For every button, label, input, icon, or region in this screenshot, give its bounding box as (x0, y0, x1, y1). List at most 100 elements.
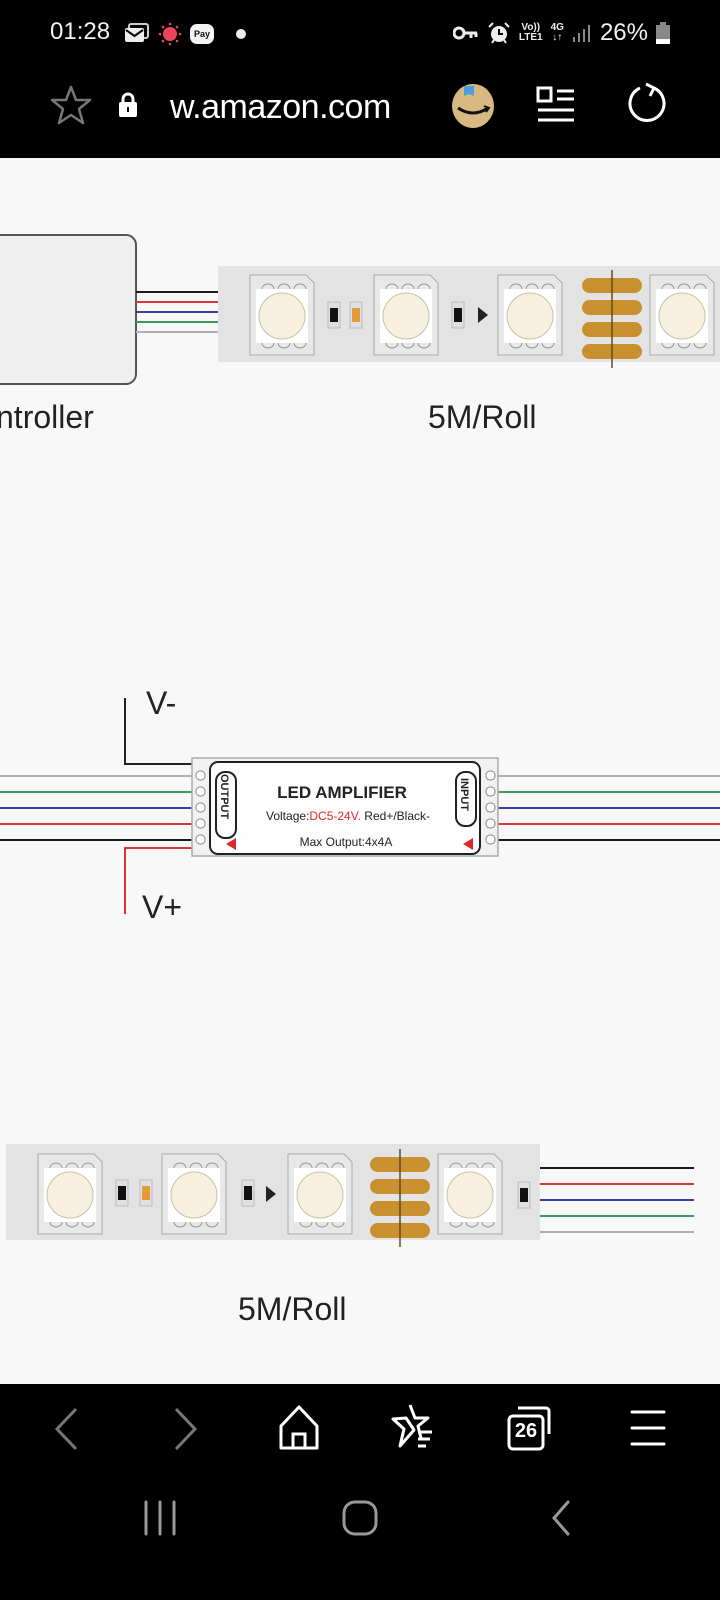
led-chip (649, 274, 715, 356)
led-pin (49, 1221, 63, 1228)
controller-wires (136, 291, 218, 333)
led-pin (417, 342, 431, 349)
led-pin (331, 1162, 345, 1169)
led-pin (449, 1162, 463, 1169)
back-arrow-icon[interactable] (52, 1406, 82, 1452)
amazon-extension-icon[interactable] (450, 82, 496, 130)
led-pin (261, 342, 275, 349)
notification-icons: Pay (124, 20, 247, 48)
reload-icon[interactable] (626, 82, 670, 126)
led-lens (258, 292, 306, 340)
led-pin (299, 1162, 313, 1169)
output-label-frame (215, 771, 237, 839)
input-arrow-icon (463, 838, 473, 850)
4g-data-icon: 4G ↓↑ (551, 23, 564, 43)
led-pin (315, 1221, 329, 1228)
resistor (118, 1186, 126, 1200)
v-minus-wire (124, 698, 192, 765)
led-lens (170, 1171, 218, 1219)
amplifier-max-output: Max Output:4x4A (300, 835, 393, 849)
led-lens (46, 1171, 94, 1219)
url-text[interactable]: w.amazon.com (170, 88, 391, 126)
led-pin (189, 1162, 203, 1169)
hamburger-menu-icon[interactable] (630, 1408, 666, 1448)
led-lens (446, 1171, 494, 1219)
product-image-viewer[interactable]: ntroller 5M/Roll V- V+ OUTPUT INPUT LED … (0, 158, 720, 1384)
alarm-icon (488, 22, 510, 44)
controller-label: ntroller (0, 399, 94, 435)
home-icon[interactable] (278, 1404, 320, 1452)
dot-icon (236, 29, 247, 39)
led-pin (401, 342, 415, 349)
wiring-diagram: ntroller 5M/Roll V- V+ OUTPUT INPUT LED … (0, 234, 720, 1327)
led-pin (541, 283, 555, 290)
amplifier-body (209, 761, 481, 855)
output-pin (195, 786, 206, 797)
resistor (520, 1188, 528, 1202)
amplifier-voltage: Voltage:DC5-24V. Red+/Black- (266, 809, 430, 823)
bookmarks-icon[interactable] (390, 1402, 436, 1452)
output-pin (195, 802, 206, 813)
led-pin (693, 283, 707, 290)
led-pin (173, 1221, 187, 1228)
star-outline-icon[interactable] (50, 84, 92, 126)
led-pin (189, 1221, 203, 1228)
system-status-icons: Vo)) LTE1 4G ↓↑ 26% (452, 18, 670, 48)
led-chip (37, 1153, 103, 1235)
led-pin (417, 283, 431, 290)
led-pin (385, 342, 399, 349)
led-pin (509, 342, 523, 349)
input-label-frame (455, 771, 477, 827)
led-pin (401, 283, 415, 290)
led-pin (693, 342, 707, 349)
resistor (142, 1186, 150, 1200)
output-arrow-icon (226, 838, 236, 850)
strip-output-wires (540, 1167, 694, 1233)
amplifier-title: LED AMPLIFIER (277, 783, 407, 802)
led-pin (541, 342, 555, 349)
amplifier-pins (195, 770, 496, 845)
output-pin (195, 818, 206, 829)
led-pin (173, 1162, 187, 1169)
led-chip (497, 274, 563, 356)
output-pin (195, 770, 206, 781)
forward-arrow-icon[interactable] (170, 1406, 200, 1452)
tabs-button[interactable]: 26 (506, 1406, 554, 1452)
led-pin (525, 342, 539, 349)
led-pin (293, 342, 307, 349)
resistor (454, 308, 462, 322)
led-chip (373, 274, 439, 356)
reader-mode-icon[interactable] (536, 86, 576, 126)
led-pin (205, 1221, 219, 1228)
led-chip (161, 1153, 227, 1235)
input-pin (485, 786, 496, 797)
led-pin (49, 1162, 63, 1169)
voltage-value: DC5-24V. (309, 809, 361, 823)
recent-apps-icon[interactable] (142, 1498, 178, 1538)
amplifier-input-wires (498, 775, 720, 841)
roll-label-top: 5M/Roll (428, 399, 536, 435)
back-icon[interactable] (548, 1498, 576, 1538)
led-chip (249, 274, 315, 356)
v-minus-label: V- (146, 685, 176, 721)
led-lens (658, 292, 706, 340)
vpn-key-icon (452, 26, 478, 40)
home-button-icon[interactable] (340, 1498, 380, 1538)
led-pin (465, 1221, 479, 1228)
voltage-prefix: Voltage: (266, 809, 309, 823)
led-pin (299, 1221, 313, 1228)
led-pin (277, 283, 291, 290)
browser-bottom-toolbar: 26 (0, 1384, 720, 1474)
roll-label-bottom: 5M/Roll (238, 1291, 346, 1327)
led-pin (65, 1221, 79, 1228)
battery-icon (656, 22, 670, 44)
led-pin (481, 1221, 495, 1228)
led-pin (661, 283, 675, 290)
led-chip (287, 1153, 353, 1235)
diode-arrow (478, 307, 488, 323)
network-type-label: 4G (550, 22, 564, 33)
led-pin (525, 283, 539, 290)
led-pin (481, 1162, 495, 1169)
led-pin (677, 283, 691, 290)
led-pin (293, 283, 307, 290)
